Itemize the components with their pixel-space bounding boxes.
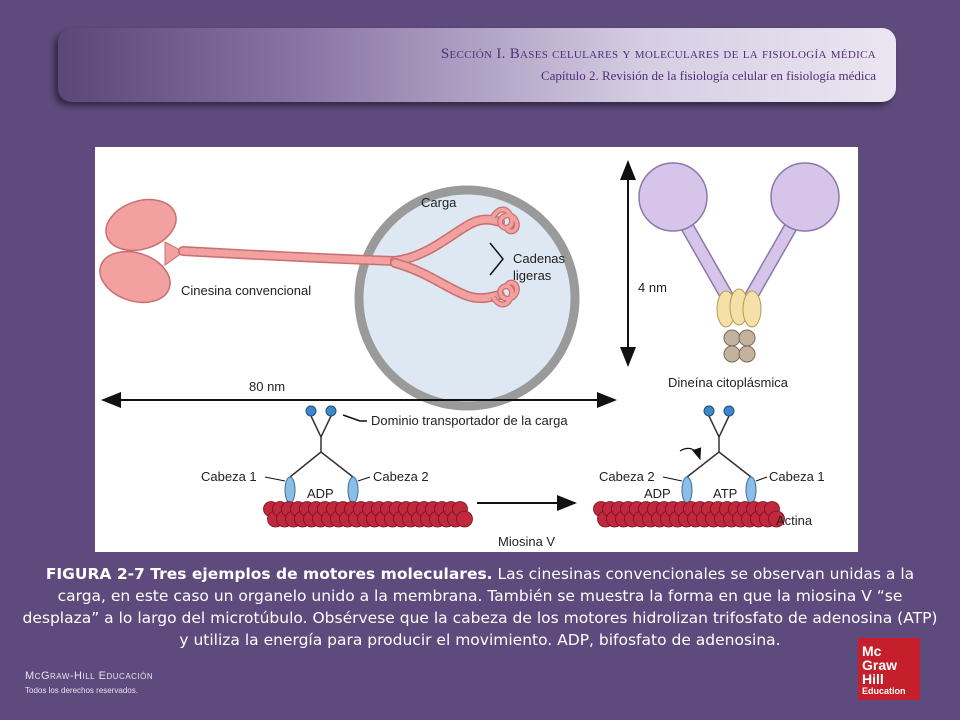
- actin-monomer: [768, 510, 785, 528]
- actin-filament-right: [593, 501, 785, 528]
- myosin-head: [745, 476, 757, 504]
- figure-illustration: Carga Cadenas ligeras Cinesina convencio…: [99, 160, 840, 549]
- myosin-head: [681, 476, 693, 504]
- actin-monomer: [456, 510, 473, 528]
- label-miosina-v: Miosina V: [498, 534, 555, 549]
- copyright-notice: Todos los derechos reservados.: [25, 686, 138, 695]
- logo-line-3: Hill: [862, 671, 884, 687]
- label-actina: Actina: [776, 513, 813, 528]
- label-cabeza1-left: Cabeza 1: [201, 469, 257, 484]
- caption-title: FIGURA 2-7 Tres ejemplos de motores mole…: [45, 565, 493, 583]
- logo-line-1: Mc: [862, 643, 882, 659]
- dynein-motor: [638, 162, 840, 363]
- label-4nm: 4 nm: [638, 280, 667, 295]
- kinesin-head: [99, 250, 171, 304]
- label-80nm: 80 nm: [249, 379, 285, 394]
- myosin-v-right: [679, 405, 757, 504]
- label-dominio: Dominio transportador de la carga: [371, 413, 568, 428]
- actin-filament-left: [263, 501, 473, 528]
- label-ligeras: ligeras: [513, 268, 552, 283]
- dynein-head: [638, 162, 708, 232]
- label-cinesina: Cinesina convencional: [181, 283, 311, 298]
- kinesin-head: [105, 198, 177, 252]
- myosin-head: [284, 476, 296, 504]
- logo-line-2: Graw: [862, 657, 898, 673]
- kinesin-motor: [99, 198, 520, 308]
- label-adp-right: ADP: [644, 486, 671, 501]
- header-banner: Sección I. Bases celulares y moleculares…: [58, 28, 896, 102]
- label-cabeza2-left: Cabeza 2: [373, 469, 429, 484]
- section-title: Sección I. Bases celulares y moleculares…: [440, 46, 876, 62]
- logo-line-4: Education: [862, 686, 906, 696]
- figure-caption: FIGURA 2-7 Tres ejemplos de motores mole…: [22, 563, 938, 651]
- dynein-head: [770, 162, 840, 232]
- label-cabeza2-right: Cabeza 2: [599, 469, 655, 484]
- figure-molecular-motors: Carga Cadenas ligeras Cinesina convencio…: [95, 147, 858, 552]
- label-cadenas: Cadenas: [513, 251, 566, 266]
- publisher-name: McGraw-Hill Educación: [25, 670, 154, 682]
- label-dineina: Dineína citoplásmica: [668, 375, 789, 390]
- caption-text: Las cinesinas convencionales se observan…: [22, 565, 938, 649]
- label-cabeza1-right: Cabeza 1: [769, 469, 825, 484]
- label-carga: Carga: [421, 195, 457, 210]
- label-adp-left: ADP: [307, 486, 334, 501]
- label-atp-right: ATP: [713, 486, 737, 501]
- mcgraw-hill-logo: Mc Graw Hill Education: [858, 638, 920, 700]
- myosin-head: [347, 476, 359, 504]
- chapter-subtitle: Capítulo 2. Revisión de la fisiología ce…: [540, 68, 876, 83]
